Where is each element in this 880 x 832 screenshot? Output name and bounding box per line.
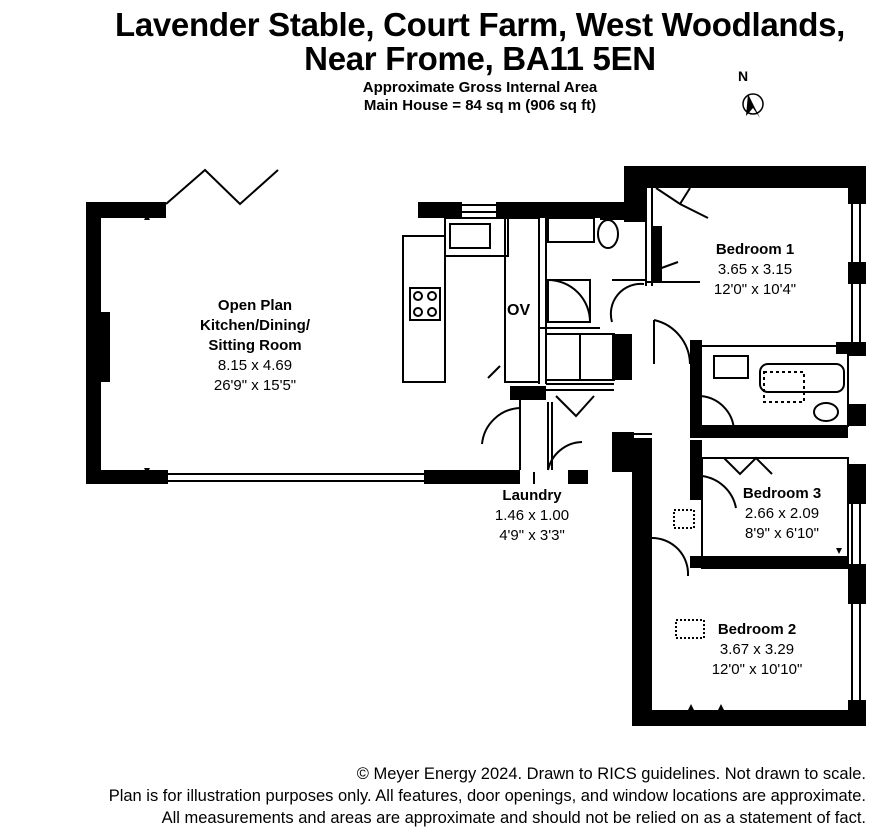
- room-laundry-name: Laundry: [502, 487, 562, 504]
- room-bedroom-3-imperial: 8'9" x 6'10": [745, 525, 819, 542]
- room-bedroom-3-metric: 2.66 x 2.09: [744, 505, 820, 522]
- room-open-plan-name-2: Kitchen/Dining/: [200, 317, 310, 334]
- room-bedroom-2-name: Bedroom 2: [717, 621, 797, 638]
- room-bedroom-1-metric: 3.65 x 3.15: [717, 261, 793, 278]
- room-open-plan: Open Plan Kitchen/Dining/ Sitting Room 8…: [180, 296, 330, 396]
- room-bedroom-2-metric: 3.67 x 3.29: [719, 641, 795, 658]
- room-open-plan-name-1: Open Plan: [217, 297, 293, 314]
- room-bedroom-3: Bedroom 3 2.66 x 2.09 8'9" x 6'10": [720, 484, 844, 544]
- room-bedroom-3-name: Bedroom 3: [742, 485, 822, 502]
- area-main-house: Main House = 84 sq m (906 sq ft): [363, 97, 597, 114]
- marker-ticks: [144, 214, 842, 710]
- room-bedroom-2: Bedroom 2 3.67 x 3.29 12'0" x 10'10": [690, 620, 824, 680]
- room-open-plan-metric: 8.15 x 4.69: [217, 357, 293, 374]
- room-bedroom-1: Bedroom 1 3.65 x 3.15 12'0" x 10'4": [690, 240, 820, 300]
- wall-blocks: [510, 206, 866, 568]
- compass-icon: [742, 93, 764, 118]
- room-bedroom-1-imperial: 12'0" x 10'4": [713, 281, 797, 298]
- footer-copyright: © Meyer Energy 2024. Drawn to RICS guide…: [356, 765, 866, 783]
- room-open-plan-imperial: 26'9" x 15'5": [213, 377, 297, 394]
- room-bedroom-1-name: Bedroom 1: [715, 241, 795, 258]
- oven-label: OV: [507, 302, 531, 319]
- room-laundry-imperial: 4'9" x 3'3": [499, 527, 565, 544]
- property-address-line-1: Lavender Stable, Court Farm, West Woodla…: [114, 6, 846, 43]
- compass-north-label: N: [738, 68, 749, 84]
- room-laundry-metric: 1.46 x 1.00: [494, 507, 570, 524]
- footer-disclaimer-2: All measurements and areas are approxima…: [161, 809, 866, 827]
- area-label: Approximate Gross Internal Area: [362, 79, 598, 96]
- room-laundry: Laundry 1.46 x 1.00 4'9" x 3'3": [472, 486, 592, 546]
- exterior-walls: [86, 166, 866, 726]
- room-open-plan-name-3: Sitting Room: [208, 337, 302, 354]
- property-address-line-2: Near Frome, BA11 5EN: [304, 40, 656, 77]
- room-bedroom-2-imperial: 12'0" x 10'10": [711, 661, 803, 678]
- footer-disclaimer-1: Plan is for illustration purposes only. …: [108, 787, 866, 805]
